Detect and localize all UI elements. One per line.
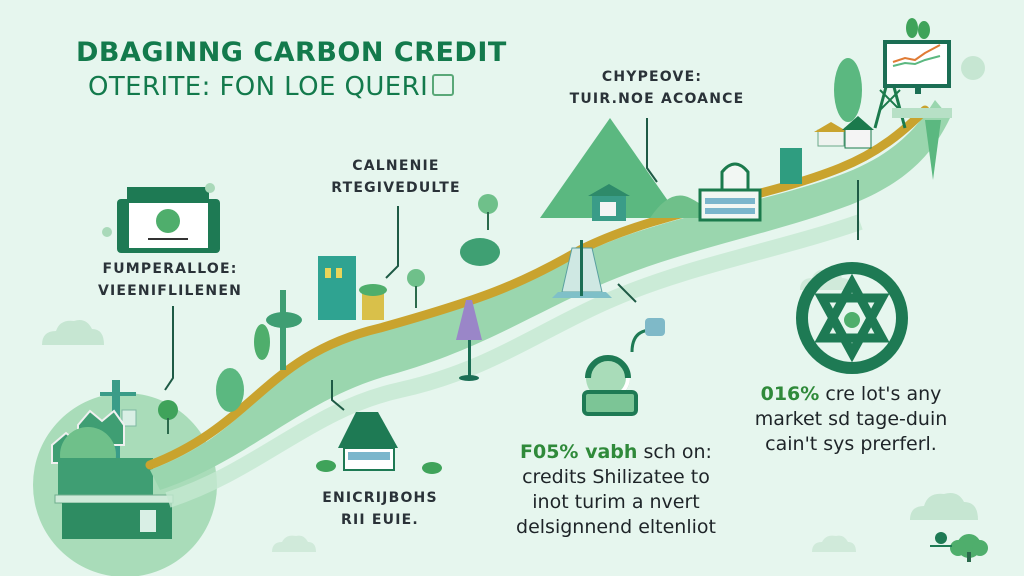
label-top-center: CHYPEOVE: TUIR.NOE ACOANCE bbox=[569, 69, 745, 107]
label-left: FUMPERALLOE: VIEENIFLILENEN bbox=[97, 261, 243, 299]
growth-path bbox=[145, 100, 950, 508]
city-building-illustration bbox=[33, 380, 217, 576]
page-title: DBAGINNG CARBON CREDIT bbox=[76, 37, 507, 68]
greenhouse-illustration bbox=[552, 240, 612, 298]
label-mid-center: CALNENIE RTEGIVEDULTE bbox=[331, 158, 461, 196]
vase-illustration bbox=[456, 300, 482, 381]
stat-right: 016% cre lot's any market sd tage-duin c… bbox=[754, 383, 948, 455]
mountain-illustration bbox=[540, 118, 710, 221]
page-subtitle: OTERITE: FON LOE QUERI bbox=[88, 72, 455, 102]
chart-monitor-icon bbox=[834, 18, 985, 180]
fist-icon bbox=[432, 74, 455, 96]
stat-center: F05% vabh sch on: credits Shilizatee to … bbox=[516, 441, 716, 538]
small-house-icon bbox=[316, 412, 442, 474]
monitor-globe-icon bbox=[102, 183, 220, 253]
city-tower-illustration bbox=[216, 194, 500, 412]
eco-house-illustration bbox=[698, 116, 874, 222]
label-bottom-house: ENICRIJBOHS RII EUIE. bbox=[322, 490, 438, 528]
star-emblem-icon bbox=[796, 262, 908, 374]
small-tree-icon bbox=[930, 532, 952, 547]
recycle-icon bbox=[582, 318, 665, 416]
callout-lines bbox=[164, 118, 859, 411]
tree-icon bbox=[950, 534, 988, 562]
